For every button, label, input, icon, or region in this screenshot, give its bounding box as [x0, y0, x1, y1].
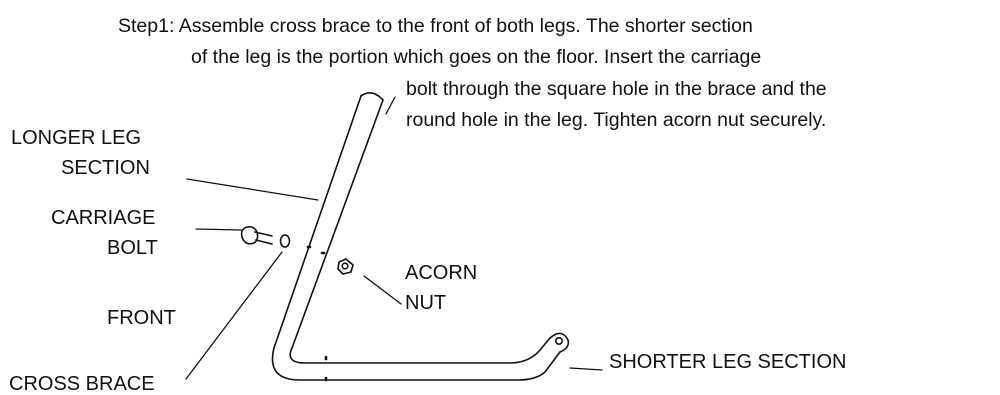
- label-acorn-nut-line2: NUT: [405, 292, 447, 314]
- instruction-line-2: of the leg is the portion which goes on …: [191, 46, 762, 68]
- label-shorter-leg: SHORTER LEG SECTION: [609, 351, 847, 373]
- instruction-line-1: Step1: Assemble cross brace to the front…: [118, 15, 753, 37]
- label-carriage-bolt-line2: BOLT: [107, 237, 158, 259]
- label-front: FRONT: [107, 307, 176, 329]
- instruction-line-4: round hole in the leg. Tighten acorn nut…: [406, 109, 827, 131]
- leg-holes: [306, 245, 328, 382]
- instruction-line-3: bolt through the square hole in the brac…: [406, 78, 827, 100]
- carriage-bolt: [240, 226, 291, 248]
- label-longer-leg-line2: SECTION: [61, 157, 150, 179]
- label-longer-leg-line1: LONGER LEG: [11, 127, 142, 149]
- acorn-nut: [337, 258, 354, 275]
- label-cross-brace: CROSS BRACE: [9, 373, 155, 395]
- leg-tube: [271, 92, 570, 381]
- label-carriage-bolt-line1: CARRIAGE: [51, 207, 156, 229]
- leader-lines: [185, 96, 603, 380]
- label-acorn-nut-line1: ACORN: [405, 262, 478, 284]
